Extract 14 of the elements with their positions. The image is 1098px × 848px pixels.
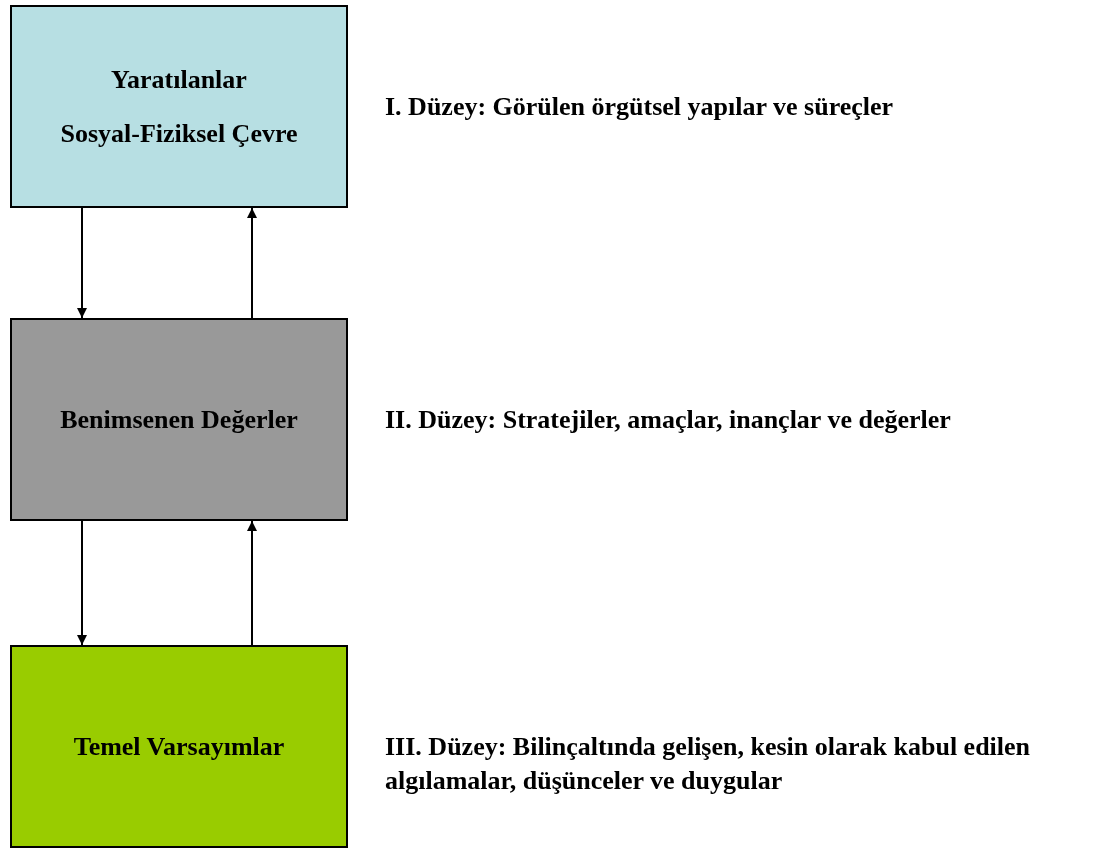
level-description: II. Düzey: Stratejiler, amaçlar, inançlar ve değerler: [385, 404, 952, 436]
arrow: [247, 520, 257, 646]
level-title: Yaratılanlar: [111, 64, 247, 95]
level-box: [10, 645, 348, 848]
level-description: III. Düzey: Bilinçaltında gelişen, kesin olarak kabul edilen algılamalar, düşünceler ve duygular: [385, 731, 1032, 797]
arrow: [77, 207, 87, 319]
level-box: [10, 318, 348, 521]
level-box: [10, 5, 348, 208]
level-title: Benimsenen Değerler: [60, 404, 298, 435]
level-description: I. Düzey: Görülen örgütsel yapılar ve süreçler: [385, 91, 895, 123]
level-title: Temel Varsayımlar: [73, 731, 285, 762]
level-title: Sosyal-Fiziksel Çevre: [60, 118, 298, 149]
arrow: [77, 520, 87, 646]
arrow: [247, 207, 257, 319]
